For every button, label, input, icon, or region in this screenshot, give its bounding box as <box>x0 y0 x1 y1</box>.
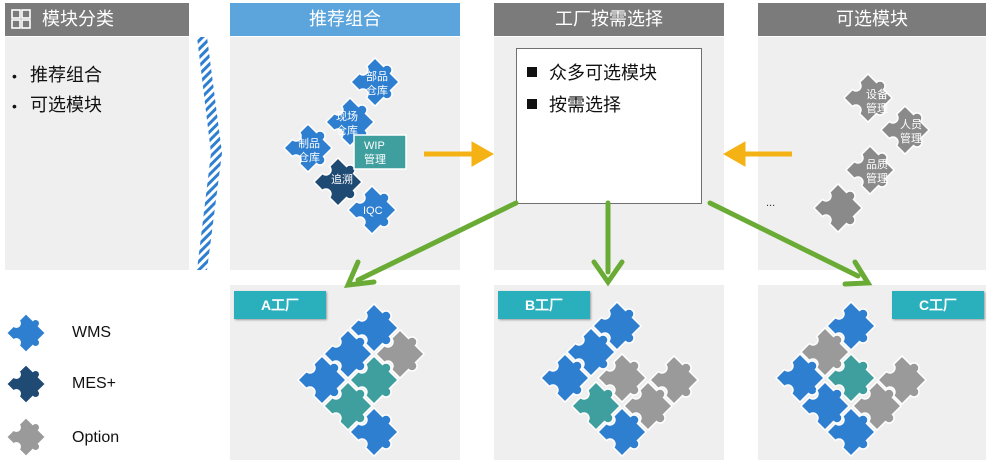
category-item: •可选模块 <box>12 95 102 115</box>
recommended-puzzle-cluster <box>283 53 407 239</box>
yellow-arrows <box>424 141 792 167</box>
wip-label-1: WIP <box>364 140 385 152</box>
factory-select-box: 众多可选模块 按需选择 <box>516 48 702 204</box>
category-item: •推荐组合 <box>12 65 102 85</box>
arrow-down-icon <box>591 259 625 287</box>
category-panel <box>5 37 189 270</box>
arrow-down-left-icon <box>343 259 377 288</box>
personnel-label-1: 人员 <box>900 118 922 131</box>
mes-puzzle-icon <box>6 361 52 407</box>
legend-icons <box>6 310 52 460</box>
puzzle-piece-icon <box>813 179 870 237</box>
recommended-panel <box>230 37 460 270</box>
parts-warehouse-label-2: 仓库 <box>366 83 388 97</box>
personnel-label-2: 管理 <box>900 131 922 145</box>
factory-b-puzzle-cluster <box>540 297 706 461</box>
factory-box-item: 众多可选模块 <box>527 57 657 89</box>
arrow-down-right-icon <box>842 259 873 287</box>
quality-label-2: 管理 <box>866 171 888 185</box>
square-bullet-icon <box>527 99 537 110</box>
green-arrows <box>343 200 873 288</box>
category-list: •推荐组合 •可选模块 <box>12 60 102 120</box>
chevron-stripe-icon <box>197 37 222 270</box>
category-header: 模块分类 <box>5 3 189 36</box>
wip-block <box>353 134 407 170</box>
optional-labels: 设备 管理 人员 管理 品质 管理 ... <box>766 87 922 209</box>
wip-label-2: 管理 <box>364 152 386 166</box>
legend-wms: WMS <box>72 324 112 341</box>
equipment-label-2: 管理 <box>866 101 888 115</box>
equipment-label-1: 设备 <box>866 87 888 101</box>
parts-warehouse-label-1: 部品 <box>366 69 388 83</box>
factory-header: 工厂按需选择 <box>494 3 724 36</box>
wms-puzzle-icon <box>6 310 52 356</box>
quality-label-1: 品质 <box>866 158 888 171</box>
category-header-title: 模块分类 <box>42 9 115 29</box>
factory-b-tag: B工厂 <box>498 291 590 319</box>
recommended-labels: 部品 仓库 现场 仓库 制品 仓库 WIP 管理 追溯 IQC <box>298 69 388 217</box>
product-warehouse-label-1: 制品 <box>298 137 320 150</box>
arrow-right-icon <box>471 141 495 167</box>
iqc-label: IQC <box>363 205 383 217</box>
arrow-left-icon <box>722 141 746 167</box>
site-warehouse-label-1: 现场 <box>336 109 358 123</box>
factory-box-item: 按需选择 <box>527 89 657 121</box>
more-label: ... <box>766 197 775 209</box>
legend-option: Option <box>72 429 120 446</box>
legend-mes: MES+ <box>72 375 117 392</box>
factory-a-tag: A工厂 <box>234 291 326 319</box>
factory-a-puzzle-cluster <box>297 299 432 461</box>
square-bullet-icon <box>527 67 537 78</box>
recommended-header: 推荐组合 <box>230 3 460 36</box>
option-puzzle-icon <box>6 414 52 460</box>
factory-c-puzzle-cluster <box>775 297 934 461</box>
grid-icon <box>11 7 31 29</box>
site-warehouse-label-2: 仓库 <box>336 123 358 137</box>
trace-label: 追溯 <box>331 172 353 186</box>
product-warehouse-label-2: 仓库 <box>298 150 320 164</box>
factory-c-tag: C工厂 <box>892 291 984 319</box>
optional-header: 可选模块 <box>758 3 986 36</box>
